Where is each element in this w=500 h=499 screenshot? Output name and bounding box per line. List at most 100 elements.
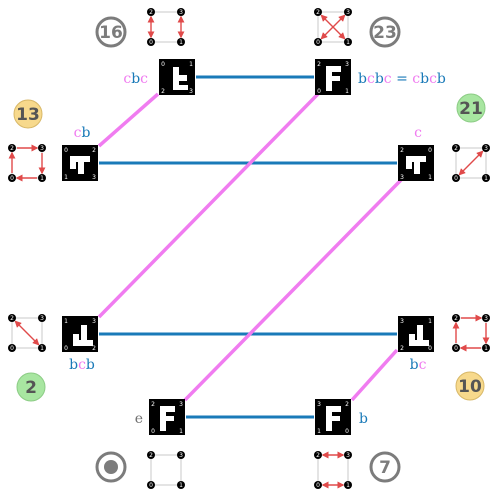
mini-corner-label: 0 <box>10 345 14 352</box>
node-corner-label: 1 <box>317 428 321 435</box>
mini-right-lower: 2 3 0 1 <box>452 314 490 352</box>
node-corner-label: 1 <box>64 174 68 181</box>
badge-label: 16 <box>99 23 123 43</box>
node-right-lower: 3 1 2 0 <box>398 316 434 352</box>
mini-corner-label: 2 <box>149 452 153 459</box>
mini-corner-label: 1 <box>484 345 488 352</box>
node-corner-label: 2 <box>400 345 404 352</box>
badge-label: 21 <box>459 99 483 119</box>
mini-corner-label: 3 <box>179 452 183 459</box>
edge-c-0 <box>97 92 160 148</box>
mini-corner-label: 0 <box>316 39 320 46</box>
mini-corner-label: 0 <box>149 482 153 489</box>
node-left-upper: 0 2 1 3 <box>62 145 98 181</box>
badge-13: 13 <box>13 99 43 129</box>
node-corner-label: 1 <box>64 318 68 325</box>
node-corner-label: 2 <box>345 401 349 408</box>
label-top-left: cbc <box>123 71 148 87</box>
mini-corner-label: 1 <box>179 482 183 489</box>
label-right-upper: c <box>414 125 422 141</box>
mini-corner-label: 0 <box>149 39 153 46</box>
badge-label: 10 <box>458 377 482 397</box>
badge-10: 10 <box>455 371 485 401</box>
node-corner-label: 2 <box>92 147 96 154</box>
mini-corner-label: 2 <box>316 9 320 16</box>
node-corner-label: 2 <box>92 345 96 352</box>
edge-c-2 <box>183 178 403 402</box>
badge-16: 16 <box>95 16 127 48</box>
label-left-upper: cb <box>74 125 91 141</box>
node-corner-label: 3 <box>400 174 404 181</box>
mini-corner-label: 0 <box>316 482 320 489</box>
mini-corner-label: 2 <box>316 452 320 459</box>
mini-corner-label: 3 <box>40 315 44 322</box>
node-corner-label: 3 <box>92 318 96 325</box>
mini-corner-label: 2 <box>454 145 458 152</box>
label-bottom-right: b <box>359 411 368 427</box>
node-corner-label: 0 <box>428 147 432 154</box>
mini-corner-label: 2 <box>10 315 14 322</box>
mini-corner-label: 3 <box>346 9 350 16</box>
edges <box>97 75 403 419</box>
mini-corner-label: 3 <box>346 452 350 459</box>
label-bottom-left: e <box>135 411 143 427</box>
node-corner-label: 3 <box>92 174 96 181</box>
node-corner-label: 2 <box>317 61 321 68</box>
badge-7: 7 <box>369 451 401 483</box>
node-corner-label: 3 <box>400 318 404 325</box>
edge-c-3 <box>350 348 399 402</box>
badge-21: 21 <box>456 93 486 123</box>
node-left-lower: 1 3 0 2 <box>62 316 98 352</box>
node-bottom-right: 3 2 1 0 <box>315 399 351 435</box>
node-corner-label: 3 <box>317 401 321 408</box>
badge-2: 2 <box>16 372 46 402</box>
node-corner-label: 0 <box>161 61 165 68</box>
node-top-left: 0 1 2 3 <box>159 59 195 95</box>
mini-corner-label: 2 <box>10 145 14 152</box>
node-corner-label: 1 <box>189 61 193 68</box>
mini-bottom-right: 2 3 0 1 <box>314 451 352 489</box>
mini-top-left: 2 3 0 1 <box>147 8 185 46</box>
node-corner-label: 0 <box>428 345 432 352</box>
node-corner-label: 0 <box>64 345 68 352</box>
node-corner-label: 3 <box>179 401 183 408</box>
mini-corner-label: 3 <box>179 9 183 16</box>
badge-label: 23 <box>373 23 397 43</box>
node-corner-label: 3 <box>189 88 193 95</box>
label-right-lower: bc <box>410 357 427 373</box>
mini-corner-label: 0 <box>454 345 458 352</box>
mini-corner-label: 2 <box>454 315 458 322</box>
mini-right-upper: 2 3 0 1 <box>452 144 490 182</box>
node-corner-label: 0 <box>317 88 321 95</box>
edge-c-1 <box>97 92 320 319</box>
badge-23: 23 <box>369 16 401 48</box>
mini-corner-label: 0 <box>10 175 14 182</box>
label-left-lower: bcb <box>69 357 95 373</box>
node-corner-label: 0 <box>151 428 155 435</box>
node-corner-label: 1 <box>428 318 432 325</box>
mini-corner-label: 1 <box>346 482 350 489</box>
badge-label: 7 <box>379 458 391 478</box>
node-corner-label: 1 <box>179 428 183 435</box>
node-corner-label: 0 <box>345 428 349 435</box>
mini-corner-label: 3 <box>484 145 488 152</box>
mini-corner-label: 1 <box>484 175 488 182</box>
mini-corner-label: 2 <box>149 9 153 16</box>
mini-corner-label: 1 <box>40 175 44 182</box>
node-corner-label: 2 <box>161 88 165 95</box>
mini-corner-label: 1 <box>179 39 183 46</box>
label-top-right: bcbc = cbcb <box>358 71 446 87</box>
mini-corner-label: 0 <box>454 175 458 182</box>
node-corner-label: 0 <box>64 147 68 154</box>
mini-corner-label: 3 <box>484 315 488 322</box>
